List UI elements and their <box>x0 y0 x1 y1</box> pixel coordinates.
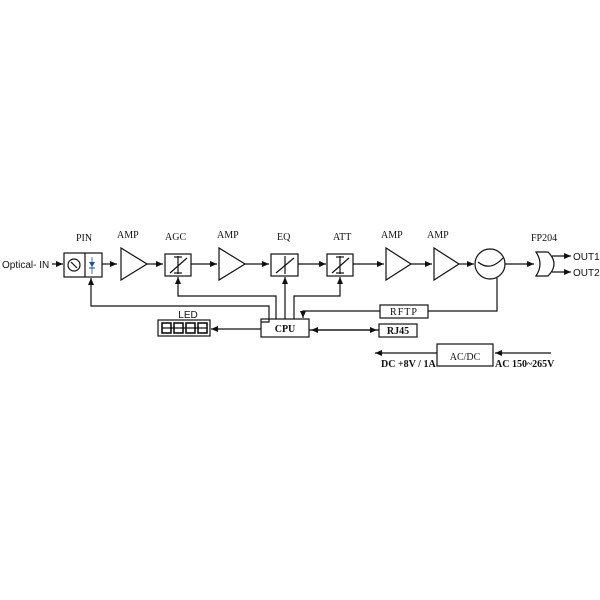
splitter-icon <box>534 251 555 277</box>
amp2-triangle-icon <box>218 246 247 282</box>
wire-rftp-cpu <box>300 310 380 318</box>
amp2-label: AMP <box>217 230 239 241</box>
coupler-icon <box>474 248 506 280</box>
pin-label: PIN <box>76 233 92 244</box>
amp1-triangle-icon <box>120 246 149 282</box>
cpu-label: CPU <box>275 324 296 335</box>
pin-block <box>63 252 103 278</box>
eq-label: EQ <box>277 232 291 243</box>
dc-out-label: DC +8V / 1A <box>381 359 436 370</box>
rftp-label: RFTP <box>390 307 418 318</box>
acdc-label: AC/DC <box>450 352 481 363</box>
att-block <box>326 253 354 277</box>
out1-label: OUT1 <box>573 252 600 263</box>
rj45-label: RJ45 <box>387 326 409 337</box>
amp1-label: AMP <box>117 230 139 241</box>
wire-cpu-att <box>293 277 343 319</box>
acdc-block <box>436 343 494 367</box>
led-display-icon <box>157 319 211 337</box>
ac-in-label: AC 150~265V <box>495 359 555 370</box>
wire-cpu-pin <box>88 278 270 323</box>
amp3-label: AMP <box>381 230 403 241</box>
amp4-label: AMP <box>427 230 449 241</box>
agc-block <box>164 253 192 277</box>
att-label: ATT <box>333 232 351 243</box>
agc-label: AGC <box>165 232 186 243</box>
optical-in-label: Optical- IN <box>2 260 49 271</box>
wire-cpu-agc <box>175 277 277 319</box>
led-label: LED <box>178 310 197 321</box>
eq-block <box>270 253 299 277</box>
amp3-triangle-icon <box>385 246 413 282</box>
wire-coupler-rftp <box>428 278 498 312</box>
amp4-triangle-icon <box>433 246 461 282</box>
out2-label: OUT2 <box>573 268 600 279</box>
splitter-label: FP204 <box>531 233 557 244</box>
